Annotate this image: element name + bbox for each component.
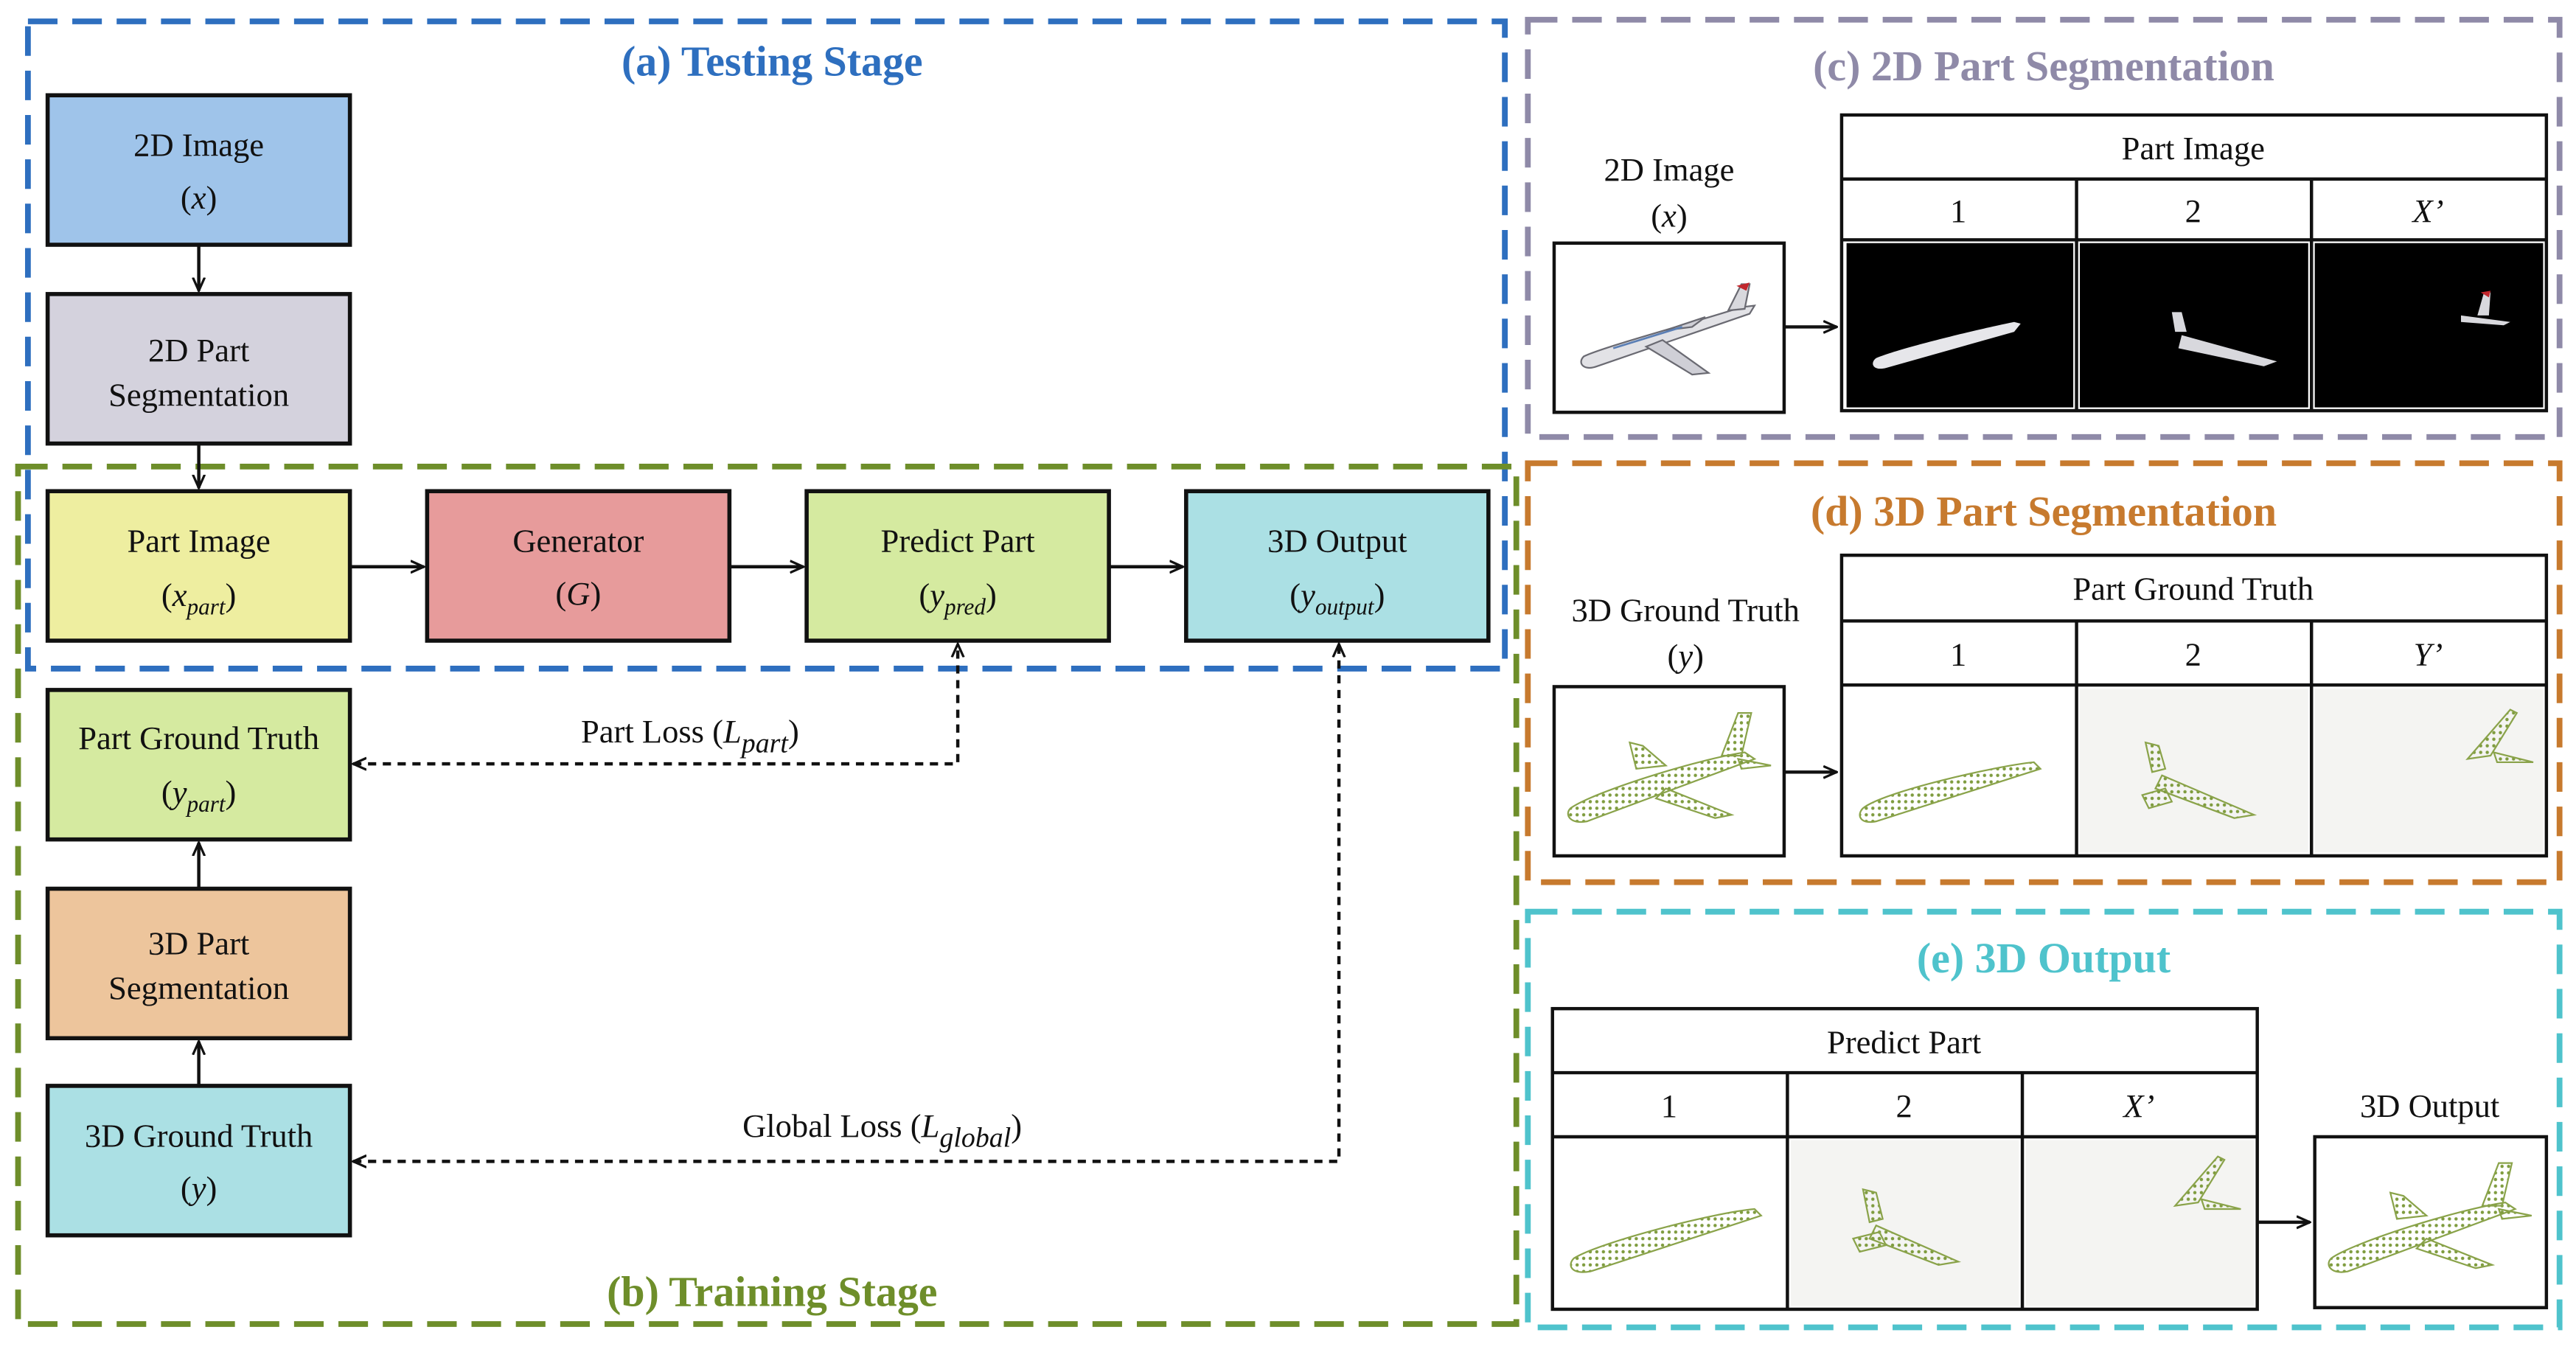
svg-text:2: 2: [1896, 1087, 1912, 1124]
svg-text:Part Ground Truth: Part Ground Truth: [78, 720, 319, 756]
training-stage-title: (b) Training Stage: [607, 1267, 937, 1315]
svg-text:3D Ground Truth: 3D Ground Truth: [85, 1117, 313, 1154]
svg-text:(x): (x): [1651, 198, 1687, 234]
svg-text:(y): (y): [181, 1170, 217, 1207]
flow-arrows: [199, 245, 1183, 1086]
svg-text:3D Part: 3D Part: [148, 925, 250, 962]
airplane-image: [1580, 282, 1756, 376]
final-output-airplane: [2328, 1162, 2533, 1273]
svg-text:Part Ground Truth: Part Ground Truth: [2072, 570, 2314, 607]
box-part-ground-truth: Part Ground Truth (ypart): [45, 688, 352, 842]
svg-text:X’: X’: [2122, 1087, 2154, 1124]
box-3d-ground-truth: 3D Ground Truth (y): [45, 1084, 352, 1238]
svg-text:Part Image: Part Image: [128, 523, 271, 560]
svg-text:2D Image: 2D Image: [1604, 151, 1735, 188]
predict-part-3: [2173, 1155, 2241, 1211]
predict-part-1: [1570, 1208, 1763, 1273]
part-loss-label: Part Loss (Lpart): [581, 713, 799, 759]
pointcloud-airplane: [1567, 711, 1772, 823]
svg-text:(y): (y): [1668, 638, 1704, 675]
part-gt-3: [2465, 708, 2534, 764]
box-2d-image: 2D Image (x): [45, 93, 352, 247]
svg-text:Predict Part: Predict Part: [881, 523, 1036, 560]
svg-text:Generator: Generator: [512, 523, 644, 560]
global-loss-label: Global Loss (Lglobal): [742, 1107, 1022, 1153]
box-3d-output: 3D Output (youtput): [1184, 489, 1491, 643]
svg-text:1: 1: [1661, 1087, 1677, 1124]
svg-text:Segmentation: Segmentation: [108, 969, 289, 1006]
part-gt-1: [1859, 761, 2042, 823]
panel-e-title: (e) 3D Output: [1917, 934, 2171, 982]
svg-text:(x): (x): [181, 179, 217, 216]
svg-text:2D Image: 2D Image: [133, 127, 264, 164]
svg-text:3D Ground Truth: 3D Ground Truth: [1572, 591, 1800, 628]
part-image-3: [2314, 243, 2544, 408]
box-part-image: Part Image (xpart): [45, 489, 352, 643]
svg-text:Predict Part: Predict Part: [1827, 1023, 1982, 1060]
svg-text:3D Output: 3D Output: [2360, 1087, 2500, 1124]
part-gt-cell-2: [2080, 688, 2308, 853]
predict-cell-2: [1790, 1140, 2019, 1306]
panel-e-border: [1525, 908, 2563, 1331]
svg-text:1: 1: [1950, 192, 1966, 229]
box-generator: Generator (G): [425, 489, 732, 643]
svg-text:Part Image: Part Image: [2122, 130, 2265, 167]
svg-text:Y’: Y’: [2414, 635, 2443, 672]
part-gt-2: [2141, 741, 2258, 819]
box-predict-part: Predict Part (ypred): [804, 489, 1111, 643]
svg-text:Segmentation: Segmentation: [108, 376, 289, 413]
svg-text:2D Part: 2D Part: [148, 332, 250, 369]
svg-text:(G): (G): [555, 575, 601, 612]
testing-stage-title: (a) Testing Stage: [622, 38, 923, 86]
panel-d: 3D Ground Truth (y) Part Ground Truth 1 …: [1552, 553, 2549, 858]
svg-text:2: 2: [2185, 192, 2201, 229]
training-stage-border: [15, 463, 1520, 1327]
part-image-2: [2080, 243, 2308, 408]
svg-text:2: 2: [2185, 635, 2201, 672]
predict-part-2: [1851, 1188, 1962, 1266]
box-2d-part-segmentation: 2D Part Segmentation: [45, 292, 352, 446]
panel-e: Predict Part 1 2 X’ 3D Output: [1550, 1006, 2549, 1312]
part-image-1: [1846, 243, 2074, 408]
panel-c-border: [1525, 16, 2563, 440]
svg-text:3D Output: 3D Output: [1267, 523, 1407, 560]
svg-text:1: 1: [1950, 635, 1966, 672]
box-3d-part-segmentation: 3D Part Segmentation: [45, 886, 352, 1041]
input-2d-image-frame: [1552, 241, 1786, 414]
panel-c-title: (c) 2D Part Segmentation: [1813, 42, 2274, 90]
global-loss-arrow: [353, 644, 1339, 1161]
panel-d-border: [1525, 460, 2563, 885]
panel-d-title: (d) 3D Part Segmentation: [1811, 487, 2277, 535]
panel-c: 2D Image (x) Part Image 1 2 X’: [1552, 113, 2549, 414]
svg-text:X’: X’: [2411, 192, 2443, 229]
